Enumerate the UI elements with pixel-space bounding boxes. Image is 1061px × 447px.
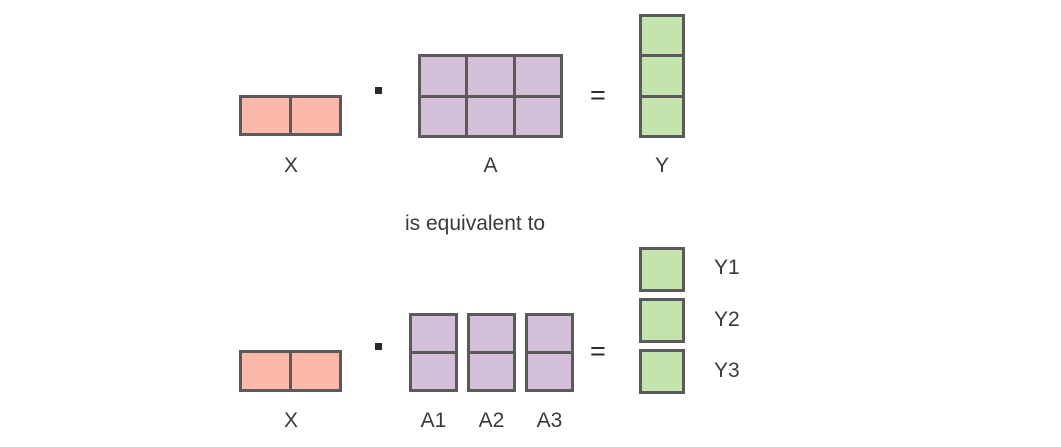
matrix-cell — [470, 354, 513, 389]
matrix-cell — [528, 354, 571, 389]
label-y3: Y3 — [714, 359, 740, 382]
dot-operator-icon — [375, 87, 382, 94]
matrix-cell — [642, 250, 682, 289]
matrix-a2 — [467, 313, 516, 392]
matrix-cell — [292, 353, 339, 389]
matrix-cell — [421, 97, 466, 135]
dot-operator-icon — [375, 343, 382, 350]
label-x-top: X — [283, 154, 298, 177]
matrix-cell — [642, 57, 682, 95]
matrix-a-top — [418, 54, 563, 138]
matrix-cell — [242, 98, 289, 133]
label-y2: Y2 — [714, 308, 740, 331]
matrix-cell — [412, 354, 455, 389]
matrix-cell — [242, 353, 289, 389]
matrix-cell — [292, 98, 339, 133]
matrix-cell — [642, 97, 682, 135]
label-y1: Y1 — [714, 256, 740, 279]
matrix-cell — [642, 301, 682, 340]
label-y-top: Y — [654, 154, 669, 177]
matrix-cell — [528, 316, 571, 351]
matrix-x-top — [239, 95, 342, 136]
matrix-cell — [470, 316, 513, 351]
matrix-x-bottom — [239, 350, 342, 392]
matrix-cell — [515, 97, 560, 135]
matrix-a3 — [525, 313, 574, 392]
matrix-y-top — [639, 14, 685, 138]
matrix-cell — [412, 316, 455, 351]
matrix-a1 — [409, 313, 458, 392]
label-a3: A3 — [536, 409, 563, 432]
matrix-cell — [642, 352, 682, 391]
matrix-y3 — [639, 349, 685, 394]
matrix-cell — [642, 17, 682, 55]
matrix-y2 — [639, 298, 685, 343]
matrix-y1 — [639, 247, 685, 292]
matrix-cell — [468, 97, 513, 135]
label-a2: A2 — [478, 409, 505, 432]
equals-operator-icon: = — [590, 336, 606, 366]
matrix-cell — [421, 57, 466, 95]
equivalence-caption: is equivalent to — [405, 212, 546, 235]
label-a1: A1 — [420, 409, 447, 432]
label-a-top: A — [483, 154, 498, 177]
equals-operator-icon: = — [590, 80, 606, 110]
matrix-cell — [468, 57, 513, 95]
label-x-bottom: X — [283, 409, 298, 432]
matrix-cell — [515, 57, 560, 95]
